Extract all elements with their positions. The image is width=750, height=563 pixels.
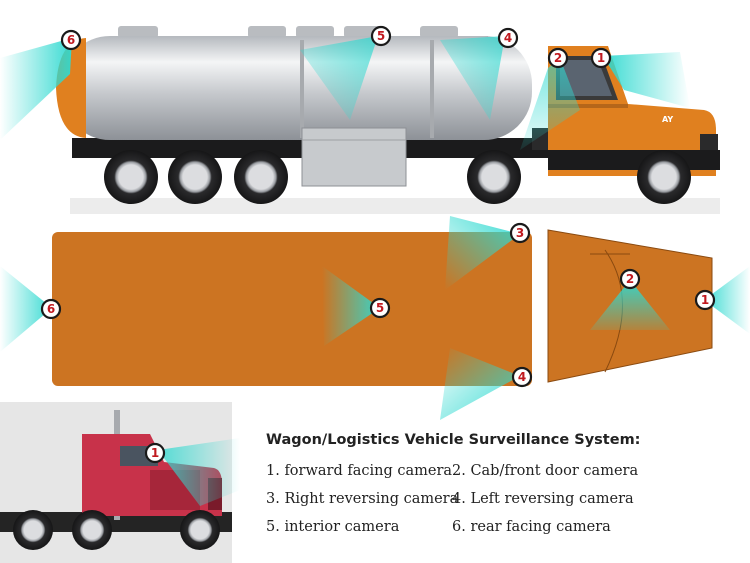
badge-ring [547, 47, 569, 69]
badge-ring [497, 27, 519, 49]
legend-row: 1. forward facing camera 2. Cab/front do… [266, 457, 736, 485]
camera-badge-1: 1 [694, 289, 716, 311]
camera-badge-3: 3 [509, 222, 531, 244]
badge-number: 1 [151, 446, 159, 460]
badge-number: 6 [67, 33, 75, 47]
badge-ring [60, 29, 82, 51]
badge-ring [511, 366, 533, 388]
legend-item-5: 5. interior camera [266, 519, 400, 535]
legend: Wagon/Logistics Vehicle Surveillance Sys… [266, 432, 736, 541]
badge-number: 4 [518, 370, 526, 384]
camera-beam-2-plan [590, 280, 670, 330]
badge-ring [370, 25, 392, 47]
badge-ring [619, 268, 641, 290]
camera-beam-1-plan [704, 266, 750, 334]
badge-ring [144, 442, 166, 464]
trailer-plan [52, 232, 532, 386]
camera-badge-4: 4 [511, 366, 533, 388]
camera-beam-1-tractor [158, 438, 240, 506]
legend-row: 3. Right reversing camera 4. Left revers… [266, 485, 736, 513]
badge-number: 1 [597, 51, 605, 65]
legend-item-4: 4. Left reversing camera [452, 491, 634, 507]
legend-item-1: 1. forward facing camera [266, 463, 453, 479]
badge-number: 5 [377, 29, 385, 43]
camera-badges: 1 2 6 5 4 3 4 5 6 2 1 1 [40, 25, 716, 464]
badge-ring [40, 298, 62, 320]
camera-beam-5-plan [322, 266, 380, 346]
badge-number: 1 [701, 293, 709, 307]
badge-ring [694, 289, 716, 311]
legend-title: Wagon/Logistics Vehicle Surveillance Sys… [266, 432, 641, 448]
camera-beam-4-plan [440, 348, 520, 420]
badge-number: 6 [47, 302, 55, 316]
camera-badge-5: 5 [370, 25, 392, 47]
badge-number: 4 [504, 31, 512, 45]
badge-number: 2 [554, 51, 562, 65]
camera-beam-4-top [440, 36, 505, 120]
cab-logo: AY [662, 115, 673, 124]
camera-badge-4: 4 [497, 27, 519, 49]
camera-badge-6: 6 [40, 298, 62, 320]
badge-number: 3 [516, 226, 524, 240]
tanker-truck: AY [0, 26, 720, 214]
badge-ring [590, 47, 612, 69]
camera-beam-6-plan [0, 266, 52, 352]
red-tractor-panel [0, 402, 240, 563]
camera-beam-6-top [0, 38, 72, 140]
camera-badge-1: 1 [590, 47, 612, 69]
camera-badge-1: 1 [144, 442, 166, 464]
camera-badge-5: 5 [369, 297, 391, 319]
camera-beam-5-top [300, 36, 378, 120]
badge-number: 5 [376, 301, 384, 315]
red-tractor [82, 410, 222, 520]
badge-ring [509, 222, 531, 244]
legend-item-2: 2. Cab/front door camera [452, 463, 639, 479]
camera-badge-2: 2 [547, 47, 569, 69]
tanker-wheels [104, 150, 691, 204]
camera-badge-6: 6 [60, 29, 82, 51]
legend-item-3: 3. Right reversing camera [266, 491, 459, 507]
badge-number: 2 [626, 272, 634, 286]
camera-beam-1-top [603, 52, 690, 108]
legend-row: 5. interior camera 6. rear facing camera [266, 513, 736, 541]
legend-item-6: 6. rear facing camera [452, 519, 611, 535]
camera-beam-2-top [520, 58, 580, 150]
badge-ring [369, 297, 391, 319]
storage-box [301, 127, 407, 187]
tank-body [62, 36, 532, 140]
camera-badge-2: 2 [619, 268, 641, 290]
plan-view [0, 216, 750, 420]
camera-beam-3-plan [445, 216, 520, 290]
